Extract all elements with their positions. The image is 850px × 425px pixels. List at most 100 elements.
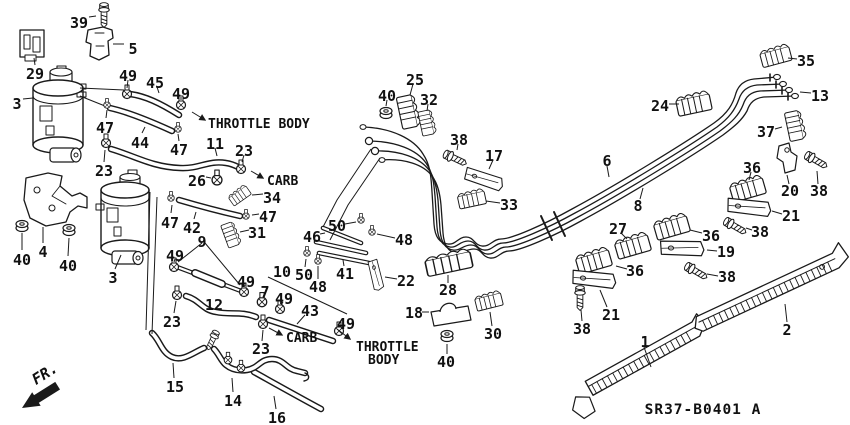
leader-line-21 [771, 210, 783, 215]
clip-31 [220, 220, 243, 249]
canister-cap-top [49, 67, 73, 77]
leader-line-7 [262, 294, 265, 299]
callout-50: 50 [328, 217, 346, 235]
clip-35 [758, 42, 793, 69]
callout-45: 45 [146, 74, 164, 92]
callout-48: 48 [309, 278, 327, 296]
callout-20: 20 [781, 182, 799, 200]
clip-28 [423, 247, 474, 278]
hose-44 [106, 104, 176, 135]
callout-47: 47 [170, 141, 188, 159]
leader-line-29 [33, 57, 36, 66]
callout-38: 38 [718, 268, 736, 286]
canister-pump-hole [73, 152, 79, 158]
grommet-40a [15, 219, 29, 233]
leader-line-46 [319, 232, 326, 235]
callout-21: 21 [782, 207, 800, 225]
grommet-40c [379, 106, 393, 120]
pipe-end-banjo [364, 136, 374, 146]
tube-41b [316, 250, 372, 266]
part-4-bracket [23, 172, 88, 227]
callout-13: 13 [811, 87, 829, 105]
clip-47d [242, 209, 250, 220]
clamp-48b [314, 254, 322, 265]
callout-6: 6 [602, 152, 611, 170]
grommet-40b [62, 223, 76, 237]
callout-40: 40 [59, 257, 77, 275]
clip-30 [473, 289, 504, 312]
leader-line-36 [689, 229, 703, 234]
leader-line-26 [205, 176, 212, 179]
pipe-end-banjo [370, 146, 380, 156]
clip-47a [103, 98, 111, 109]
clamp-26 [211, 169, 223, 186]
shield-1-foot [572, 396, 596, 420]
callout-35: 35 [797, 52, 815, 70]
callout-36: 36 [743, 159, 761, 177]
annotation-throttle-body-2-line1: THROTTLE [356, 340, 419, 355]
callout-24: 24 [651, 97, 669, 115]
extra-leader-lines [145, 148, 381, 335]
callout-47: 47 [161, 214, 179, 232]
leader-line-36 [748, 171, 752, 181]
leader-line-47 [177, 133, 180, 142]
clamp-48a [368, 225, 376, 236]
leader-line-38 [745, 227, 753, 231]
leader-line-47 [170, 204, 173, 214]
bolt-38b [721, 215, 750, 238]
hose-42 [175, 196, 244, 220]
bracket-21a [725, 194, 773, 220]
callout-39: 39 [70, 14, 88, 32]
callout-14: 14 [224, 392, 242, 410]
callout-36: 36 [702, 227, 720, 245]
clip-47c [167, 191, 175, 202]
callout-41: 41 [336, 265, 354, 283]
leader-line-22 [384, 276, 398, 280]
callout-42: 42 [183, 219, 201, 237]
leader-line-48 [376, 233, 396, 239]
leader-line-33 [485, 200, 501, 204]
clamp-23b [235, 159, 247, 175]
callout-11: 11 [206, 135, 224, 153]
bolt-38c [682, 260, 711, 283]
callout-3: 3 [108, 269, 117, 287]
bundle-band [540, 211, 566, 241]
leader-line-38 [706, 273, 719, 277]
clip-47b [174, 122, 182, 133]
pipe-end-cap [359, 124, 367, 130]
leader-line-32 [426, 103, 429, 112]
clip-32 [417, 108, 438, 137]
callout-10: 10 [273, 263, 291, 281]
leader-line-47 [105, 109, 108, 119]
leader-line-11 [214, 147, 218, 157]
diagram-code: SR37-B0401 A [645, 402, 762, 418]
hose-11 [107, 145, 244, 172]
callout-28: 28 [439, 281, 457, 299]
callout-15: 15 [166, 378, 184, 396]
callout-38: 38 [450, 131, 468, 149]
callout-49: 49 [166, 247, 184, 265]
clamp-50a [357, 213, 365, 224]
callout-22: 22 [397, 272, 415, 290]
arrow-carb-2 [268, 327, 284, 336]
leader-line-23 [261, 329, 264, 342]
leader-line-19 [706, 249, 718, 252]
callout-27: 27 [609, 220, 627, 238]
canister-detail [45, 125, 55, 136]
clip-37 [783, 109, 808, 143]
callout-17: 17 [485, 147, 503, 165]
part-5-detail [94, 32, 105, 47]
arrow-carb-1 [250, 170, 265, 179]
callout-49: 49 [172, 85, 190, 103]
bracket-18 [430, 302, 472, 327]
annotation-carb-1: CARB [267, 174, 298, 189]
leader-line-17 [488, 159, 494, 170]
bracket-17 [462, 164, 506, 194]
callout-25: 25 [406, 71, 424, 89]
arrow-layer [191, 111, 352, 340]
hose-12 [182, 292, 260, 321]
leader-layer [21, 15, 819, 410]
leader-line-35 [787, 57, 798, 60]
callout-1: 1 [640, 333, 649, 351]
